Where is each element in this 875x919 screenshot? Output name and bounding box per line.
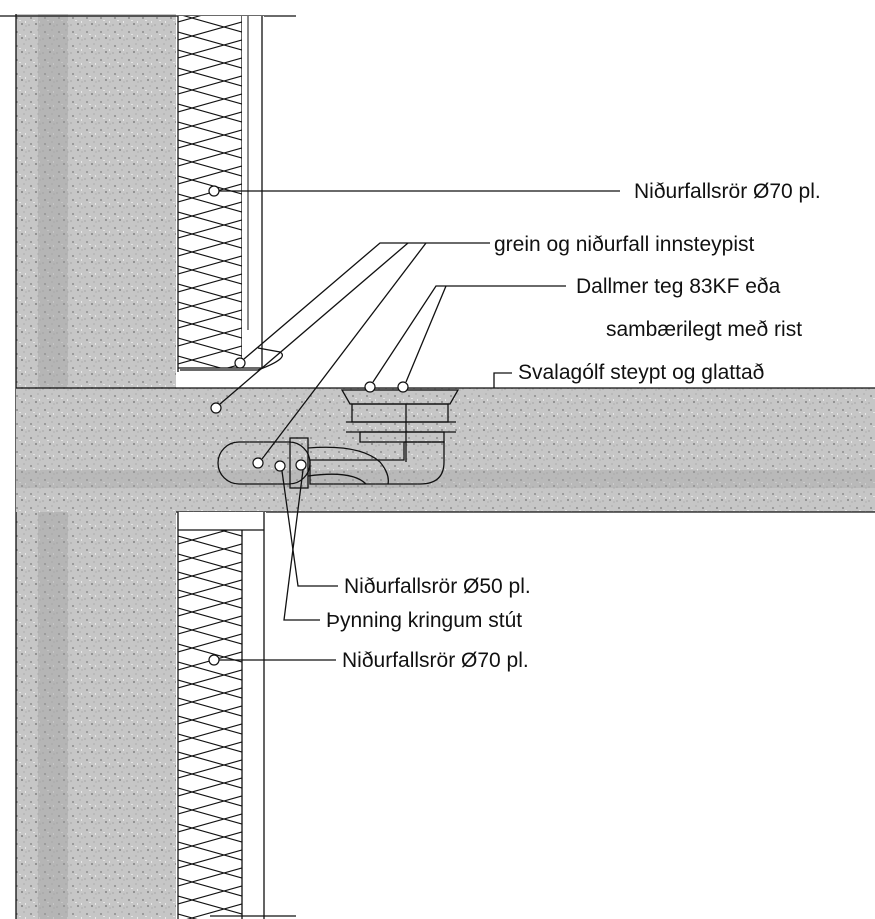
leader-drain-b (405, 285, 447, 383)
leader-drain-a (372, 285, 566, 383)
upper-cavity (242, 16, 264, 368)
label-seal: Þynning kringum stút (326, 609, 522, 632)
leader-pipe50 (281, 470, 338, 587)
ref-point-branch-c (252, 457, 264, 469)
leader-seal (283, 469, 320, 621)
label-drain-line2: sambærilegt með rist (606, 318, 802, 341)
ref-point-downpipe-top (208, 185, 220, 197)
leader-floor (493, 372, 512, 388)
leader-branch-a (243, 242, 490, 360)
ref-point-downpipe-bottom (208, 654, 220, 666)
label-downpipe-top: Niðurfallsrör Ø70 pl. (634, 180, 821, 203)
concrete-slab-dark-band (16, 470, 875, 488)
lower-insulation-zigzag (178, 530, 242, 919)
ref-point-drain-b (397, 381, 409, 393)
leader-branch-c (261, 242, 427, 460)
ref-point-drain-a (364, 381, 376, 393)
ref-point-branch-b (210, 402, 222, 414)
label-branch: grein og niðurfall innsteypist (494, 233, 754, 256)
ref-point-seal (295, 459, 307, 471)
label-drain-line1: Dallmer teg 83KF eða (576, 275, 781, 298)
label-floor: Svalagólf steypt og glattað (518, 361, 764, 384)
ref-point-branch-a (234, 357, 246, 369)
label-pipe50: Niðurfallsrör Ø50 pl. (344, 575, 531, 598)
branch-pipe (217, 437, 389, 489)
leader-branch-b (219, 242, 409, 405)
concrete-slab (16, 388, 875, 512)
label-downpipe-bottom: Niðurfallsrör Ø70 pl. (342, 649, 529, 672)
ref-point-pipe50 (274, 460, 286, 472)
lower-cavity (242, 512, 266, 919)
